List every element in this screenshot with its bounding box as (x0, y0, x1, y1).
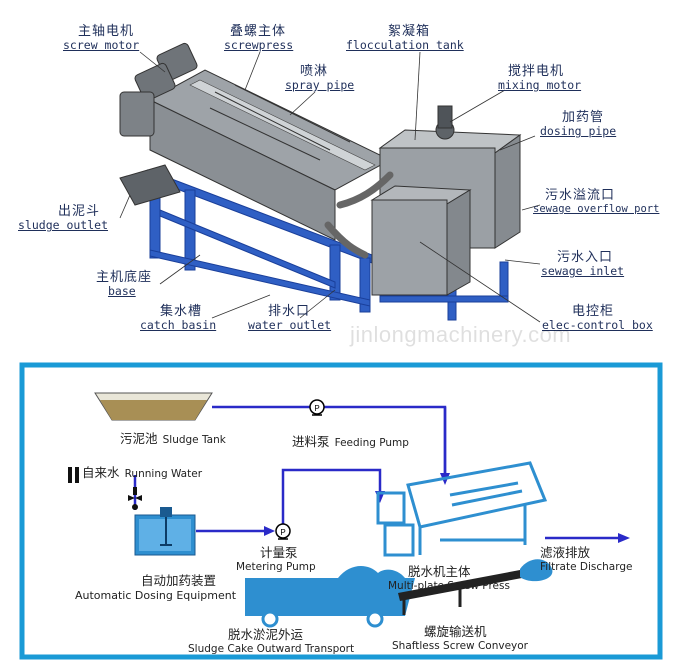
label-inlet-en: sewage inlet (541, 264, 625, 278)
watermark: jinlongmachinery.com (350, 322, 572, 347)
label-sludge-outlet-en: sludge outlet (18, 218, 109, 232)
feeding-pump-icon: P (309, 399, 325, 416)
label-mixing-en: mixing motor (498, 78, 582, 92)
svg-text:P: P (314, 404, 319, 413)
metering-pump-icon: P (275, 523, 291, 540)
leader-lines (119, 51, 541, 323)
connecting-pipes (324, 171, 394, 259)
label-dosing-zh: 加药管 (562, 110, 605, 125)
label-filtrate: 滤液排放 Filtrate Discharge (540, 542, 633, 573)
label-sludge-transport: 脱水淤泥外运 Sludge Cake Outward Transport (188, 624, 354, 655)
label-screwpress-zh: 叠螺主体 (230, 24, 287, 39)
base-frame (147, 169, 509, 321)
sludge-hopper (119, 164, 181, 206)
dosing-equipment-shape (134, 507, 196, 556)
machine-illustration (119, 42, 541, 323)
label-sewage-overflow: 污水溢流口 sewage overflow port (533, 188, 659, 216)
label-sludge-transport-en: Sludge Cake Outward Transport (188, 643, 355, 655)
label-dosing-en: Automatic Dosing Equipment (75, 589, 237, 602)
screw-conveyor (398, 559, 553, 615)
label-running-water: 自来水 Running Water (82, 462, 202, 481)
label-elec-en: elec-control box (542, 318, 653, 332)
label-running-water-en: Running Water (124, 468, 203, 480)
label-screw-motor-zh: 主轴电机 (78, 24, 135, 39)
label-mixing-zh: 搅拌电机 (508, 64, 565, 79)
label-spray-pipe: 喷淋 spray pipe (285, 64, 354, 92)
transport-truck (245, 566, 415, 628)
label-feeding-pump-zh: 进料泵 (292, 434, 330, 449)
label-filtrate-en: Filtrate Discharge (540, 561, 633, 573)
label-dosing-en: dosing pipe (540, 124, 617, 138)
label-mixing-motor: 搅拌电机 mixing motor (498, 64, 581, 92)
label-sludge-tank-zh: 污泥池 (120, 431, 158, 446)
label-running-water-zh: 自来水 (82, 465, 120, 480)
label-base-en: base (108, 284, 136, 298)
label-screw-press-zh: 脱水机主体 (408, 564, 471, 579)
label-screw-press-en: Multi-plate Screw Press (388, 580, 510, 592)
label-screw-press: 脱水机主体 Multi-plate Screw Press (388, 561, 510, 592)
label-conveyor-en: Shaftless Screw Conveyor (392, 640, 528, 652)
label-catch-zh: 集水槽 (160, 304, 203, 319)
label-screw-motor: 主轴电机 screw motor (63, 24, 139, 52)
label-screwpress: 叠螺主体 screwpress (224, 24, 293, 52)
label-dosing-pipe: 加药管 dosing pipe (540, 110, 616, 138)
label-screw-motor-en: screw motor (63, 38, 140, 52)
sludge-tank-shape (94, 392, 213, 421)
label-metering-pump-zh: 计量泵 (260, 545, 298, 560)
label-flocculation-tank: 絮凝箱 flocculation tank (346, 24, 464, 52)
label-feeding-pump-en: Feeding Pump (334, 437, 409, 449)
label-base-zh: 主机底座 (96, 270, 153, 285)
label-feeding-pump: 进料泵 Feeding Pump (292, 431, 409, 450)
screw-press-shape (376, 461, 548, 557)
process-flow-diagram: P P (19, 362, 663, 660)
label-overflow-en: sewage overflow port (533, 203, 660, 215)
label-sludge-tank-en: Sludge Tank (162, 434, 226, 446)
label-spray-en: spray pipe (285, 78, 355, 92)
label-dosing-zh: 自动加药装置 (141, 573, 217, 588)
label-water-outlet-zh: 排水口 (268, 304, 311, 319)
label-spray-zh: 喷淋 (300, 64, 329, 79)
label-flocculation-en: flocculation tank (346, 38, 464, 52)
label-inlet-zh: 污水入口 (557, 250, 614, 265)
label-elec-zh: 电控柜 (572, 304, 615, 319)
label-base: 主机底座 base (96, 270, 152, 298)
label-elec-box: 电控柜 elec-control box (542, 304, 653, 332)
label-catch-basin: 集水槽 catch basin (140, 304, 216, 332)
label-water-outlet-en: water outlet (248, 318, 332, 332)
label-sludge-outlet: 出泥斗 sludge outlet (18, 204, 108, 232)
label-screwpress-en: screwpress (224, 38, 294, 52)
screw-motor (119, 42, 198, 137)
label-metering-pump: 计量泵 Metering Pump (236, 542, 316, 573)
svg-text:P: P (280, 528, 285, 537)
label-conveyor: 螺旋输送机 Shaftless Screw Conveyor (392, 621, 528, 652)
label-sludge-tank: 污泥池 Sludge Tank (120, 428, 226, 447)
label-metering-pump-en: Metering Pump (236, 561, 316, 573)
label-dosing-equipment: 自动加药装置 Automatic Dosing Equipment (75, 570, 236, 602)
label-sludge-outlet-zh: 出泥斗 (58, 204, 101, 219)
water-valve-icon (68, 467, 142, 510)
label-sludge-transport-zh: 脱水淤泥外运 (228, 627, 304, 642)
label-overflow-zh: 污水溢流口 (545, 188, 616, 203)
label-sewage-inlet: 污水入口 sewage inlet (541, 250, 624, 278)
label-water-outlet: 排水口 water outlet (248, 304, 331, 332)
label-conveyor-zh: 螺旋输送机 (424, 624, 487, 639)
electric-control-box (370, 185, 472, 296)
label-catch-en: catch basin (140, 318, 217, 332)
label-flocculation-zh: 絮凝箱 (388, 24, 431, 39)
label-filtrate-zh: 滤液排放 (540, 545, 591, 560)
